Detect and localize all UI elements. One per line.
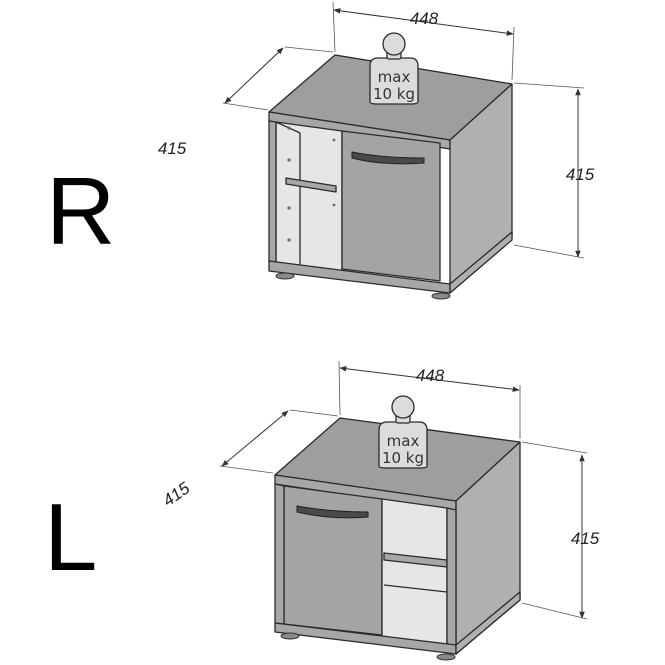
cabinet-r-foot bbox=[431, 292, 451, 300]
variant-l: L bbox=[44, 360, 600, 661]
cabinet-r-foot bbox=[275, 272, 295, 280]
cabinet-r-door-handle[interactable] bbox=[351, 151, 425, 165]
cabinet-l-foot bbox=[280, 632, 300, 640]
weight-limit-label: max bbox=[378, 68, 411, 86]
variant-r: R bbox=[46, 1, 595, 300]
dim-height-value: 415 bbox=[566, 165, 595, 184]
dim-width-value: 448 bbox=[410, 9, 439, 28]
cabinet-r-open-shelf bbox=[275, 121, 343, 275]
cabinet-r-shelf bbox=[285, 177, 337, 193]
cabinet-r bbox=[268, 54, 513, 300]
dim-width-r: 448 bbox=[332, 1, 515, 81]
cabinet-l-foot bbox=[436, 653, 456, 661]
cabinet-r-left-post bbox=[268, 120, 277, 263]
dim-depth-r: 415 bbox=[158, 46, 334, 158]
cabinet-r-shelf-holes bbox=[287, 126, 336, 242]
dim-width-value: 448 bbox=[416, 366, 445, 385]
dim-height-l: 415 bbox=[521, 441, 600, 620]
weight-limit-label: max bbox=[387, 432, 420, 450]
cabinet-l-open-shelf bbox=[381, 498, 448, 648]
variant-l-label: L bbox=[44, 484, 97, 591]
dim-depth-value: 415 bbox=[158, 139, 187, 158]
dim-depth-value: 415 bbox=[159, 478, 194, 510]
weight-icon: max 10 kg bbox=[369, 32, 419, 105]
cabinet-l-right-post bbox=[446, 507, 457, 655]
variant-r-label: R bbox=[46, 158, 115, 265]
weight-limit-value: 10 kg bbox=[373, 85, 415, 103]
dim-width-l: 448 bbox=[338, 360, 521, 439]
cabinet-l-door-handle[interactable] bbox=[296, 505, 369, 519]
weight-icon: max 10 kg bbox=[378, 395, 428, 469]
dim-height-value: 415 bbox=[571, 529, 600, 548]
weight-limit-value: 10 kg bbox=[382, 449, 424, 467]
dim-height-r: 415 bbox=[513, 82, 595, 259]
cabinet-r-door bbox=[341, 130, 441, 282]
